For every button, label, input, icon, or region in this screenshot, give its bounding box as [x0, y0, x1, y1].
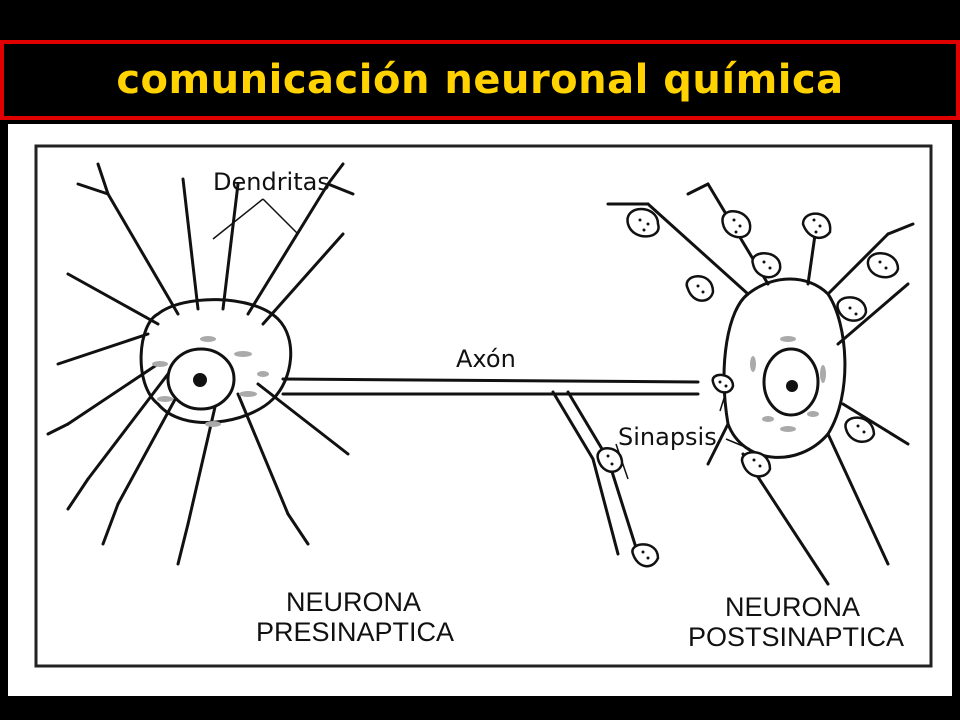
- presynaptic-neuron: [46, 162, 700, 566]
- title-bar: comunicación neuronal química: [0, 40, 960, 120]
- diagram-area: Dendritas Axón Sinapsis NEURONA PRESINAP…: [8, 124, 952, 696]
- postsynaptic-nucleolus: [786, 380, 798, 392]
- label-presynaptic-line1: NEURONA: [286, 587, 421, 617]
- label-sinapsis: Sinapsis: [618, 423, 717, 451]
- postsynaptic-organelles: [750, 336, 826, 432]
- vesicle-dots: [606, 218, 888, 560]
- label-axon: Axón: [456, 345, 516, 373]
- neuron-diagram: Dendritas Axón Sinapsis NEURONA PRESINAP…: [34, 144, 933, 668]
- label-presynaptic-line2: PRESINAPTICA: [256, 617, 454, 647]
- presynaptic-organelles: [152, 336, 269, 427]
- label-pointers: [212, 198, 751, 480]
- label-postsynaptic-line2: POSTSINAPTICA: [688, 622, 904, 652]
- label-postsynaptic-line1: NEURONA: [725, 592, 860, 622]
- label-dendritas: Dendritas: [213, 168, 330, 196]
- synaptic-terminals: [596, 207, 900, 568]
- slide-title: comunicación neuronal química: [116, 57, 844, 103]
- presynaptic-nucleolus: [193, 373, 207, 387]
